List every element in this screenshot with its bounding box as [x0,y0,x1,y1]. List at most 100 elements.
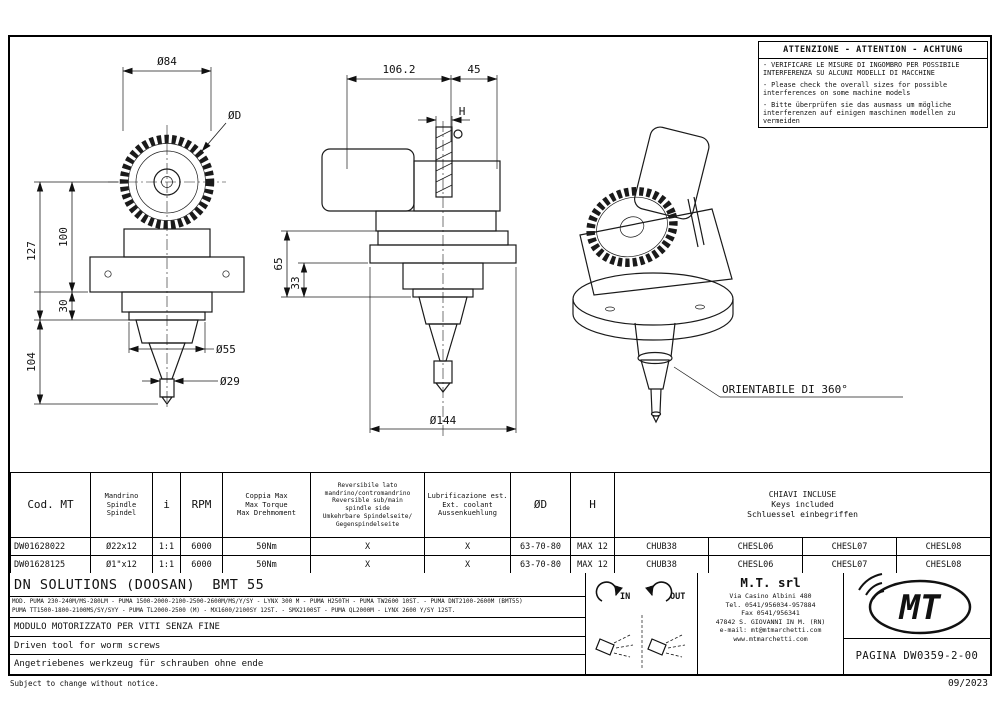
coolant-in-label: IN [620,592,630,602]
company-block: M.T. srl Via Casino Albini 480 Tel. 0541… [698,573,844,674]
coolant-icons: IN OUT [595,581,686,669]
attention-box: ATTENZIONE - ATTENTION - ACHTUNG - VERIF… [758,41,988,129]
title-block-left: DN SOLUTIONS (DOOSAN) BMT 55 MOD. PUMA 2… [10,573,586,674]
gear-iso [586,187,678,267]
description-it: MODULO MOTORIZZATO PER VITI SENZA FINE [10,618,585,637]
iso-motor [634,126,710,220]
company-fax: Fax 0541/956341 [741,609,800,618]
cell-torque: 50Nm [222,555,311,574]
drawing-sheet-frame: Ø84 ØD 127 104 100 30 Ø55 [8,35,992,676]
mt-logo-text: MT [899,588,942,628]
mt-logo-graphic: MT [858,573,972,635]
cell-dD: 63-70-80 [510,555,571,574]
machine-title: DN SOLUTIONS (DOOSAN) BMT 55 [10,573,585,597]
models-line-1: MOD. PUMA 230-240M/MS-280LM - PUMA 1500-… [12,599,523,605]
cell-key-3: CHESL07 [802,537,897,556]
cell-key-1: CHUB38 [614,537,709,556]
cell-rpm: 6000 [180,537,223,556]
cell-reversible: X [310,537,425,556]
company-address: Via Casino Albini 480 [729,592,812,600]
change-notice: Subject to change without notice. [10,679,160,688]
spray-nozzle-icon [647,634,686,658]
cell-torque: 50Nm [222,537,311,556]
header-coolant: Lubrificazione est. Ext. coolant Aussenk… [424,472,511,538]
header-h: H [570,472,615,538]
cell-h: MAX 12 [570,537,615,556]
front-view: Ø84 ØD 127 104 100 30 Ø55 [25,55,245,409]
title-block-right: MT PAGINA DW0359-2-00 [844,573,990,674]
dim-33: 33 [289,276,302,289]
machine-models: MOD. PUMA 230-240M/MS-280LM - PUMA 1500-… [10,597,585,618]
cell-spindle: Ø22x12 [90,537,153,556]
spray-nozzle-icon [595,634,634,658]
description-block: MODULO MOTORIZZATO PER VITI SENZA FINE D… [10,618,585,674]
spec-table: Cod. MT Mandrino Spindle Spindel i RPM C… [10,472,992,574]
coolant-in-arrow-icon [595,581,623,602]
dim-127: 127 [25,241,38,261]
models-line-2: PUMA TT1500-1800-2100MS/SY/SYY - PUMA TL… [12,608,456,615]
cell-cod: DW01628022 [10,537,91,556]
description-de: Angetriebenes werkzeug für schrauben ohn… [14,659,264,669]
cell-spindle: Ø1"x12 [90,555,153,574]
cell-coolant: X [424,537,511,556]
motor-housing [321,148,415,212]
cell-key-4: CHESL08 [895,555,992,574]
coolant-out-label: OUT [670,592,685,602]
company-website: www.mtmarchetti.com [733,634,808,643]
dim-d84: Ø84 [157,55,177,68]
company-email: e-mail: mt@mtmarchetti.com [719,626,822,635]
header-rpm: RPM [180,472,223,538]
cell-h: MAX 12 [570,555,615,574]
cell-coolant: X [424,555,511,574]
spec-header-row: Cod. MT Mandrino Spindle Spindel i RPM C… [10,472,992,538]
header-ratio: i [152,472,181,538]
dim-d55: Ø55 [216,343,236,356]
cell-dD: 63-70-80 [510,537,571,556]
header-dD: ØD [510,472,571,538]
cell-key-3: CHESL07 [802,555,897,574]
cell-key-2: CHESL06 [708,555,803,574]
cell-cod: DW01628125 [10,555,91,574]
dim-d29: Ø29 [220,375,240,388]
iso-flange [572,272,734,326]
dim-45: 45 [467,63,480,76]
iso-view: ORIENTABILE DI 360° [572,126,903,424]
technical-drawing: Ø84 ØD 127 104 100 30 Ø55 [25,55,903,437]
company-city: 47842 S. GIOVANNI IN M. (RN) [715,617,826,626]
dim-dD: ØD [228,109,241,122]
table-row: DW01628022 Ø22x12 1:1 6000 50Nm X X 63-7… [10,537,992,556]
coolant-out-arrow-icon [645,581,673,602]
header-cod-mt: Cod. MT [10,472,91,538]
dim-106-2: 106.2 [382,63,415,76]
header-torque: Coppia Max Max Torque Max Drehmoment [222,472,311,538]
cell-key-1: CHUB38 [614,555,709,574]
title-block: DN SOLUTIONS (DOOSAN) BMT 55 MOD. PUMA 2… [10,573,990,674]
attention-item-it: - VERIFICARE LE MISURE DI INGOMBRO PER P… [763,61,960,78]
cell-ratio: 1:1 [152,555,181,574]
dim-d144: Ø144 [430,414,457,427]
gear-front [119,134,215,230]
header-reversible: Reversibile lato mandrino/contromandrino… [310,472,425,538]
attention-item-en: - Please check the overall sizes for pos… [763,81,948,98]
cell-ratio: 1:1 [152,537,181,556]
dim-100: 100 [57,227,70,247]
company-tel: Tel. 0541/956034-957884 [725,600,816,609]
dim-30: 30 [57,299,70,312]
mt-logo: MT [844,573,990,639]
coolant-block: IN OUT [586,573,698,674]
attention-title: ATTENZIONE - ATTENTION - ACHTUNG [759,42,987,59]
dim-65: 65 [272,257,285,270]
iso-housing [579,208,733,296]
header-keys: CHIAVI INCLUSE Keys included Schluessel … [613,472,992,538]
cell-rpm: 6000 [180,555,223,574]
table-row: DW01628125 Ø1"x12 1:1 6000 50Nm X X 63-7… [10,555,992,574]
side-view: 106.2 45 H [272,63,517,437]
description-en: Driven tool for worm screws [10,637,585,655]
orientable-label: ORIENTABILE DI 360° [722,383,848,396]
cell-key-2: CHESL06 [708,537,803,556]
page-number: PAGINA DW0359-2-00 [855,650,979,662]
company-name: M.T. srl [740,575,801,590]
cell-key-4: CHESL08 [895,537,992,556]
dim-H: H [459,105,466,118]
